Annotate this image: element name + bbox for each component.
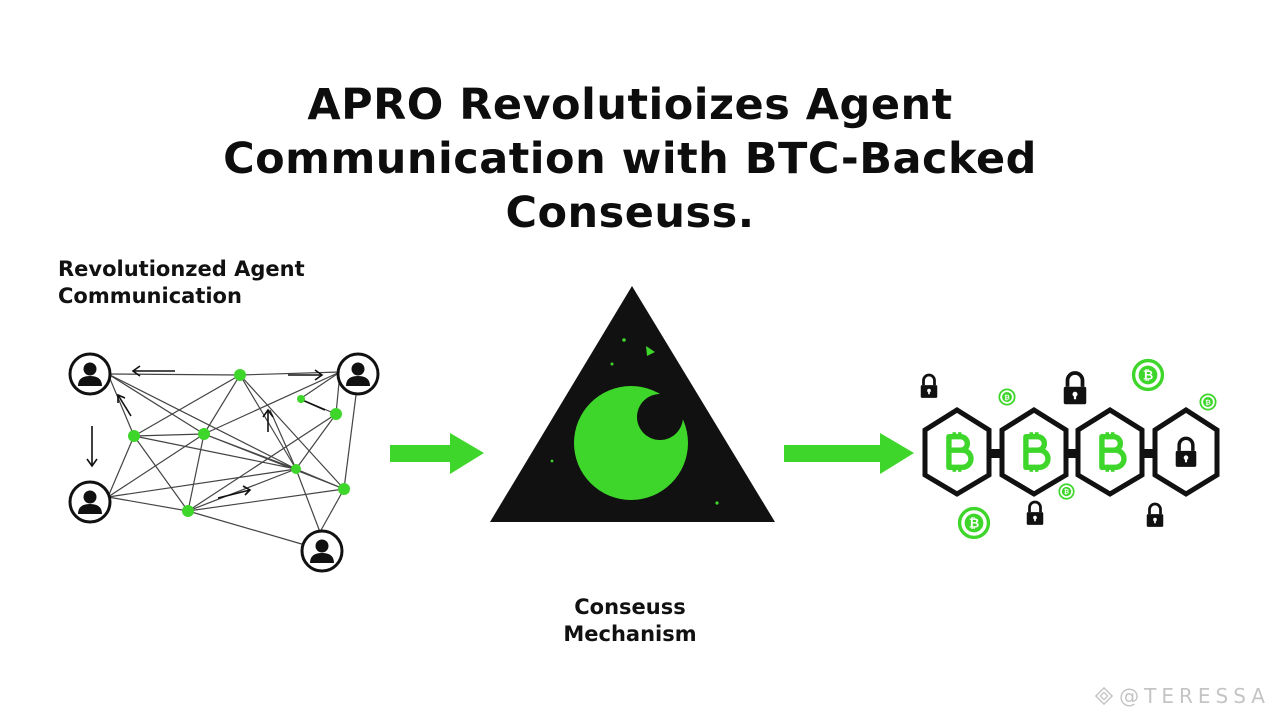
padlock-hexagon-icon <box>1152 407 1220 497</box>
network-node-icon <box>234 369 246 381</box>
network-arrows <box>86 365 326 499</box>
padlock-icon <box>919 373 939 399</box>
bitcoin-hexagon-icon <box>999 407 1069 497</box>
title-line-1: APRO Revolutioizes Agent <box>307 80 953 130</box>
agent-network <box>68 352 380 573</box>
network-nodes <box>128 369 350 517</box>
title-line-2: Communication with BTC-Backed <box>223 134 1037 184</box>
network-node-icon <box>297 395 305 403</box>
page-title: APRO Revolutioizes Agent Communication w… <box>130 78 1130 240</box>
bitcoin-coin-icon <box>1058 483 1075 500</box>
title-line-3: Conseuss. <box>505 188 755 238</box>
triangle-eye-icon <box>490 286 775 522</box>
right-arrow-icon <box>390 433 484 474</box>
padlock-icon <box>1061 371 1089 406</box>
bitcoin-hexagon-icon <box>1075 407 1145 497</box>
network-node-icon <box>338 483 350 495</box>
btc-blockchain <box>919 358 1220 540</box>
agent-communication-label: Revolutionzed Agent Communication <box>58 256 378 310</box>
bitcoin-hexagon-icon <box>922 407 992 497</box>
padlock-icon <box>1145 502 1165 528</box>
user-icon <box>68 352 112 396</box>
bitcoin-coin-icon <box>998 388 1016 406</box>
padlock-icon <box>1025 500 1045 526</box>
network-links <box>107 371 357 546</box>
diamond-logo-icon <box>1095 687 1114 705</box>
user-icon <box>300 529 344 573</box>
consensus-mechanism-label: Conseuss Mechanism <box>510 594 750 648</box>
network-node-icon <box>330 408 342 420</box>
user-icon <box>336 352 380 396</box>
network-node-icon <box>128 430 140 442</box>
agent-communication-label-line-1: Revolutionzed Agent <box>58 257 305 281</box>
network-node-icon <box>198 428 210 440</box>
consensus-mechanism-label-line-2: Mechanism <box>563 622 697 646</box>
bitcoin-coin-icon <box>1131 358 1165 392</box>
bitcoin-coin-icon <box>1199 393 1217 411</box>
watermark: @TERESSA <box>1095 684 1270 708</box>
bitcoin-coin-icon <box>957 506 991 540</box>
right-arrow-icon <box>784 433 914 474</box>
network-node-icon <box>291 464 301 474</box>
watermark-text: @TERESSA <box>1119 684 1270 708</box>
network-node-icon <box>182 505 194 517</box>
consensus-mechanism-label-line-1: Conseuss <box>574 595 686 619</box>
agent-communication-label-line-2: Communication <box>58 284 242 308</box>
user-icon <box>68 480 112 524</box>
